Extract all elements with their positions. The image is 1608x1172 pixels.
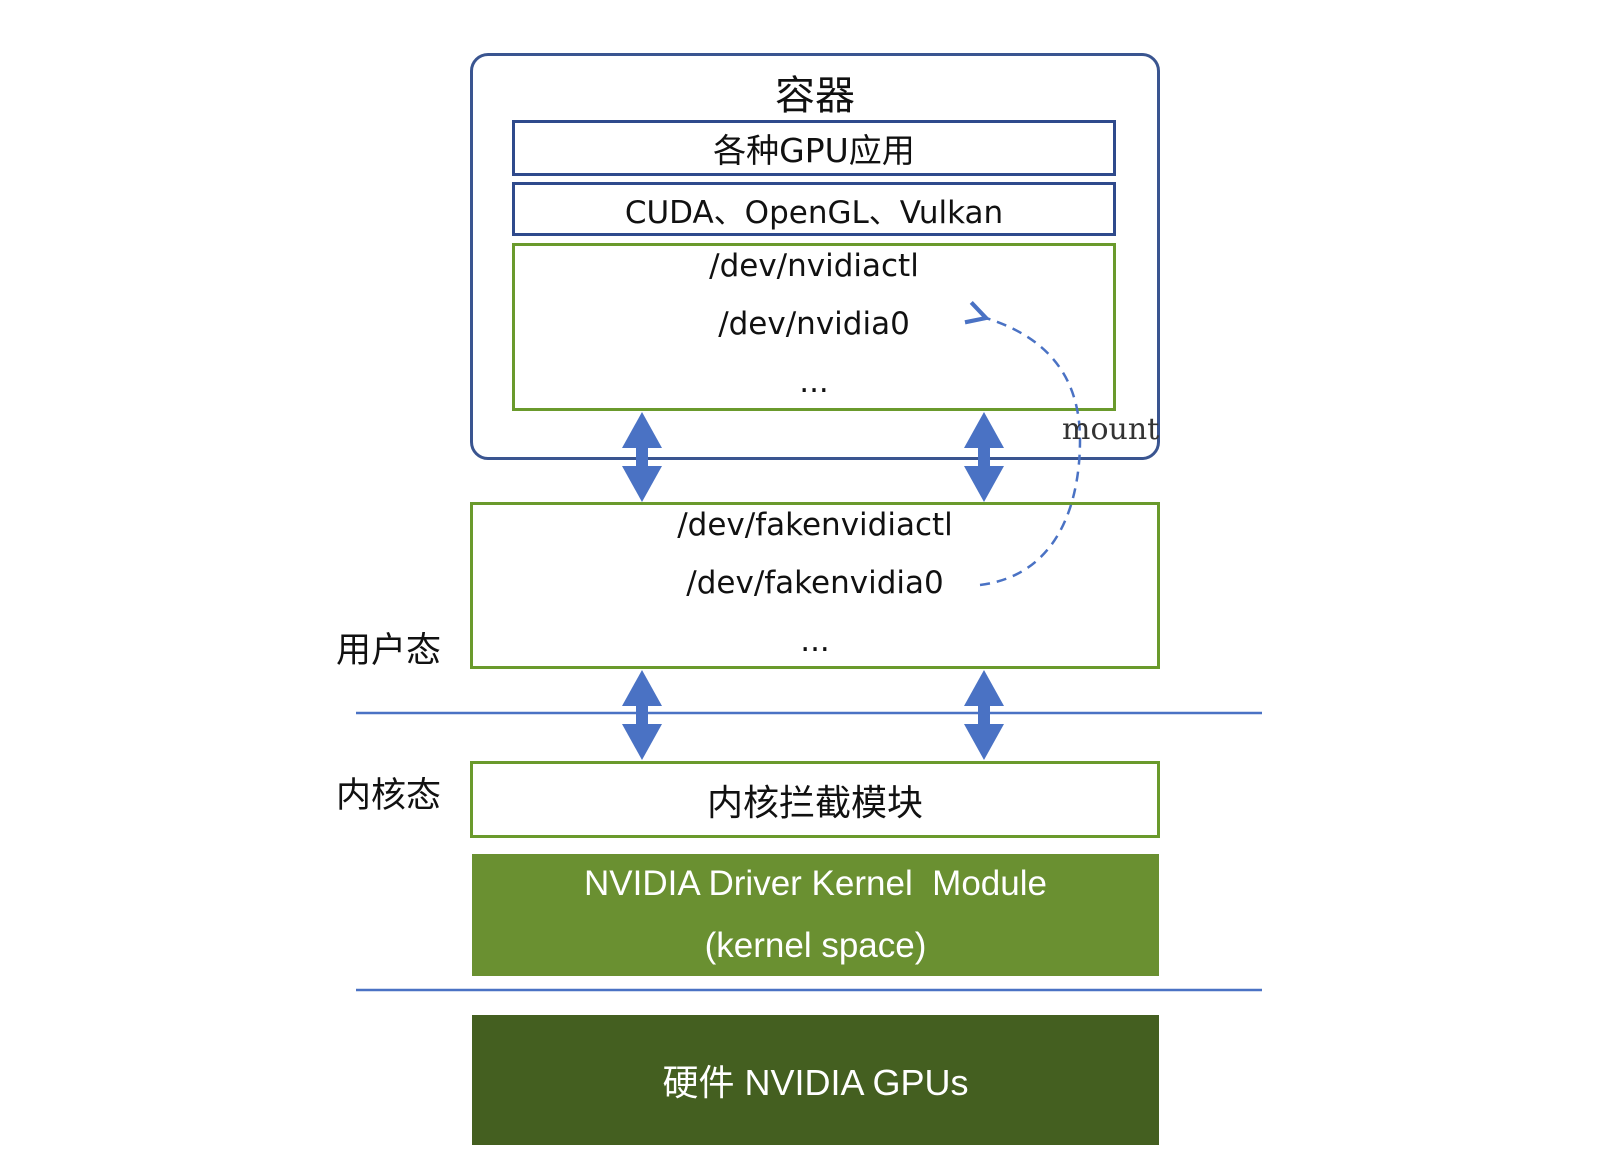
double-arrow-left-lower (622, 670, 662, 760)
container-box (470, 53, 1160, 460)
device-fakenvidia0: /dev/fakenvidia0 (686, 565, 944, 601)
container-device-box: /dev/nvidiactl /dev/nvidia0 ... (512, 243, 1116, 411)
kernel-space-label: 内核态 (336, 776, 442, 816)
driver-line-2: (kernel space) (704, 926, 927, 965)
double-arrow-right-lower (964, 670, 1004, 760)
device-ellipsis: ... (799, 364, 829, 400)
kernel-intercept-module-box: 内核拦截模块 (470, 761, 1160, 838)
fake-device-box: /dev/fakenvidiactl /dev/fakenvidia0 ... (470, 502, 1160, 669)
fake-device-ellipsis: ... (800, 623, 830, 659)
gpu-libraries-box: CUDA、OpenGL、Vulkan (512, 182, 1116, 236)
device-nvidia0: /dev/nvidia0 (718, 306, 910, 342)
device-nvidiactl: /dev/nvidiactl (709, 248, 919, 284)
driver-line-1: NVIDIA Driver Kernel Module (584, 864, 1047, 903)
device-fakenvidiactl: /dev/fakenvidiactl (677, 507, 953, 543)
user-space-label: 用户态 (336, 631, 442, 671)
hardware-gpus-box: 硬件 NVIDIA GPUs (472, 1015, 1159, 1145)
mount-label: mount (1062, 412, 1160, 447)
gpu-apps-box: 各种GPU应用 (512, 120, 1116, 176)
container-title: 容器 (775, 73, 855, 119)
nvidia-driver-box: NVIDIA Driver Kernel Module (kernel spac… (472, 854, 1159, 976)
